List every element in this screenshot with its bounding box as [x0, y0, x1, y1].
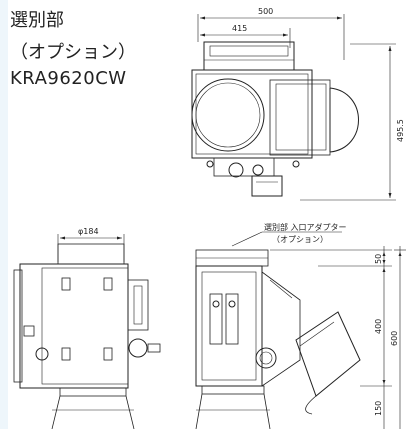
- title-line-2: （オプション）: [10, 42, 136, 63]
- side-body: [195, 265, 263, 387]
- dim-50-label: 50: [374, 254, 383, 264]
- dim-184-label: φ184: [78, 227, 99, 236]
- dim-400-label: 400: [374, 319, 383, 334]
- left-accent-strip: [0, 0, 8, 429]
- inlet-circle: [191, 78, 265, 152]
- dim-415-label: 415: [232, 24, 247, 33]
- valve-block: [251, 175, 283, 197]
- adapter-note-line2: （オプション）: [272, 235, 328, 244]
- outlet-chute: [295, 311, 361, 397]
- main-body: [191, 69, 313, 159]
- dim-495-label: 495.5: [396, 119, 405, 142]
- model-number: KRA9620CW: [10, 68, 127, 89]
- filter-regulator: [127, 279, 149, 331]
- side-view: 選別部 入口アダプター （オプション）: [195, 222, 406, 429]
- adapter-note-line1: 選別部 入口アダプター: [264, 222, 347, 232]
- dim-600-label: 600: [390, 331, 399, 346]
- front-view: φ184: [13, 227, 161, 429]
- dim-500-label: 500: [258, 7, 273, 16]
- top-view: 500 415 495.5: [191, 7, 405, 201]
- title-line-1: 選別部: [10, 10, 64, 31]
- dim-150-label: 150: [374, 401, 383, 416]
